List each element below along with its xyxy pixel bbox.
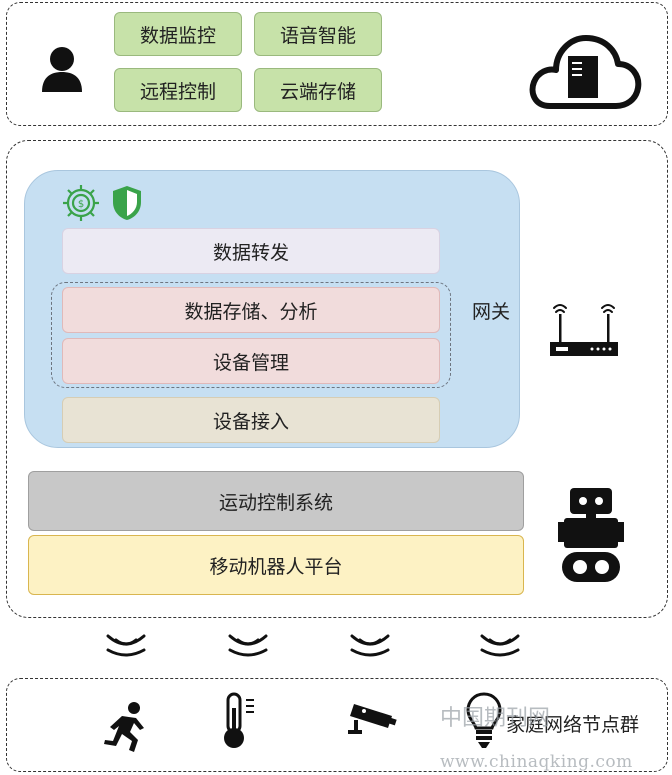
mobile-robot-platform-bar: 移动机器人平台 [28, 535, 524, 595]
wireless-signal-icon-1 [104, 630, 148, 660]
shield-icon [111, 184, 143, 222]
device-management-layer: 设备管理 [62, 338, 440, 384]
watermark-url: www.chinaqking.com [440, 752, 633, 772]
gear-dollar-icon: $ [60, 182, 102, 224]
wireless-signal-icon-4 [478, 630, 522, 660]
data-monitoring-button[interactable]: 数据监控 [114, 12, 242, 56]
robot-gateway-section [6, 140, 668, 618]
device-access-label: 设备接入 [212, 410, 289, 433]
mobile-robot-platform-label: 移动机器人平台 [209, 555, 343, 578]
cloud-storage-label: 云端存储 [279, 80, 356, 103]
data-storage-analysis-label: 数据存储、分析 [184, 300, 318, 323]
robot-icon [556, 486, 626, 586]
svg-text:$: $ [78, 199, 84, 210]
data-storage-analysis-layer: 数据存储、分析 [62, 287, 440, 333]
home-network-nodes-label: 家庭网络节点群 [506, 714, 640, 736]
thermometer-icon [216, 690, 262, 752]
data-forwarding-label: 数据转发 [212, 241, 289, 264]
cloud-storage-button[interactable]: 云端存储 [254, 68, 382, 112]
home-network-section [6, 678, 668, 772]
voice-intelligence-label: 语音智能 [279, 24, 356, 47]
wireless-signal-icon-3 [348, 630, 392, 660]
gateway-label: 网关 [471, 300, 510, 323]
remote-control-label: 远程控制 [139, 80, 216, 103]
router-icon [546, 300, 622, 360]
cloud-services-section [6, 2, 668, 126]
motion-control-system-bar: 运动控制系统 [28, 471, 524, 531]
core-services-group [51, 282, 451, 388]
light-bulb-icon [464, 690, 504, 752]
data-monitoring-label: 数据监控 [139, 24, 216, 47]
wireless-signal-icon-2 [226, 630, 270, 660]
device-management-label: 设备管理 [212, 351, 289, 374]
security-camera-icon [346, 696, 402, 740]
cloud-server-icon [528, 22, 642, 114]
user-icon [38, 44, 86, 94]
device-access-layer: 设备接入 [62, 397, 440, 443]
voice-intelligence-button[interactable]: 语音智能 [254, 12, 382, 56]
remote-control-button[interactable]: 远程控制 [114, 68, 242, 112]
watermark-cn: 中国期刊网 [440, 706, 551, 731]
motion-control-system-label: 运动控制系统 [218, 491, 333, 514]
running-person-icon [100, 700, 152, 754]
data-forwarding-layer: 数据转发 [62, 228, 440, 274]
